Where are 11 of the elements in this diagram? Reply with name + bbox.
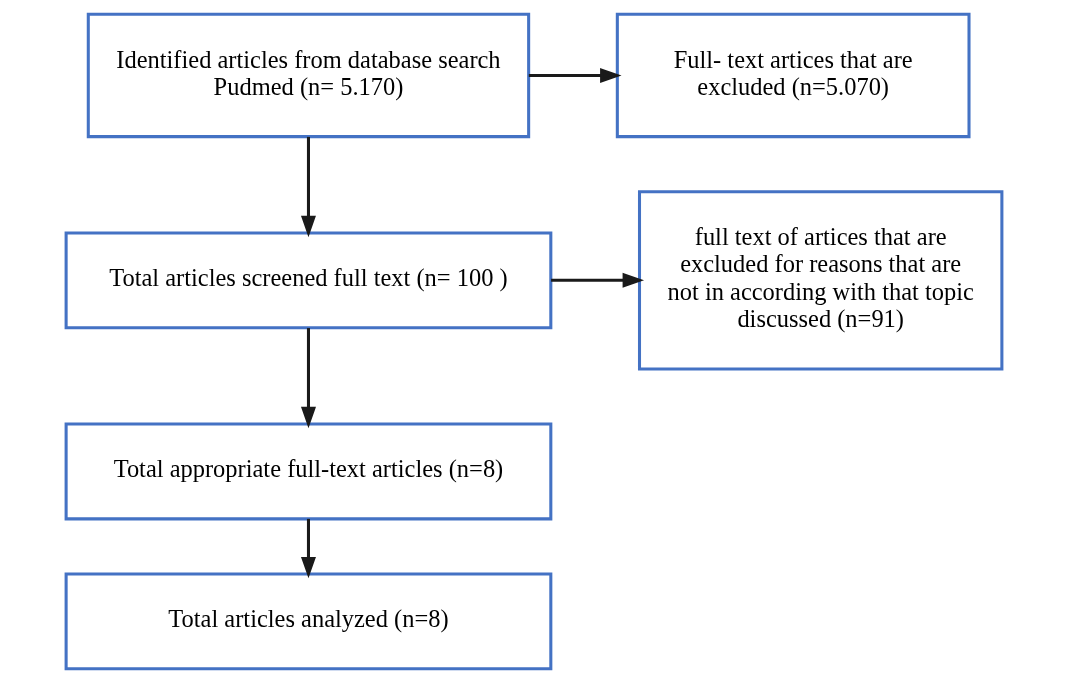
arrow [300, 136, 316, 238]
arrow [528, 67, 622, 83]
node-box: Identified articles from database search Pudmed (n= 5.170) [86, 12, 531, 139]
node-box: Total appropriate full-text articles (n=8) [64, 422, 553, 521]
arrow [300, 518, 316, 579]
node-box: Full- text artices that are excluded (n=5.070) [615, 12, 971, 139]
node-box: Total articles screened full text (n= 100 ) [64, 231, 553, 330]
arrow [551, 272, 645, 288]
arrow [300, 328, 316, 429]
node-box: full text of artices that are excluded for reasons that are not in according with that topic discussed (n=91) [637, 190, 1004, 371]
node-box: Total articles analyzed (n=8) [64, 572, 553, 671]
